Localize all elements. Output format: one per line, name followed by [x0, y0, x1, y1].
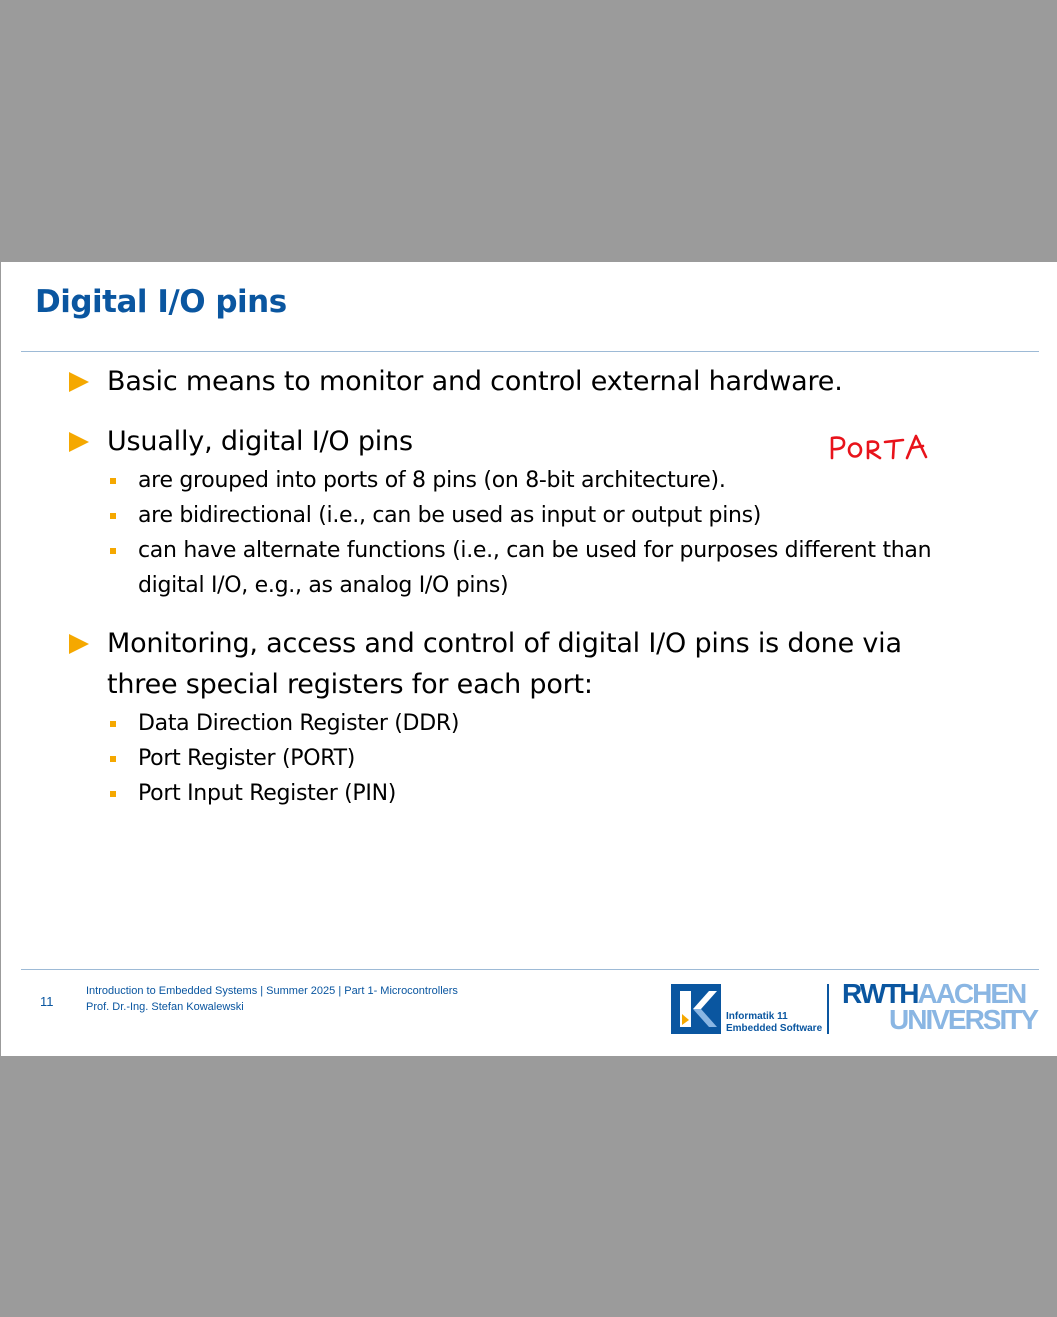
- sub-bullet: can have alternate functions (i.e., can …: [138, 538, 932, 563]
- sub-bullet: Port Input Register (PIN): [138, 781, 397, 806]
- bullet-arrow-icon: [69, 432, 89, 452]
- sub-bullet-continuation: digital I/O, e.g., as analog I/O pins): [138, 573, 509, 598]
- sub-bullet-square-icon: [110, 721, 116, 727]
- rwth-logo-university: UNIVERSITY: [889, 1004, 1039, 1035]
- logo-separator: [827, 984, 829, 1034]
- bullet-arrow-icon: [69, 634, 89, 654]
- slide-title: Digital I/O pins: [35, 284, 287, 320]
- informatik-11-label: Informatik 11 Embedded Software: [726, 1011, 822, 1035]
- bullet-3-line-1: Monitoring, access and control of digita…: [107, 628, 902, 659]
- sub-bullet: Port Register (PORT): [138, 746, 356, 771]
- sub-bullet-square-icon: [110, 478, 116, 484]
- footer-divider: [21, 969, 1039, 970]
- slide: Digital I/O pins Basic means to monitor …: [1, 262, 1057, 1056]
- informatik-11-logo-icon: [671, 984, 721, 1034]
- sub-bullet-square-icon: [110, 548, 116, 554]
- bullet-arrow-icon: [69, 372, 89, 392]
- title-divider: [21, 351, 1039, 352]
- sub-bullet-square-icon: [110, 513, 116, 519]
- sub-bullet: are bidirectional (i.e., can be used as …: [138, 503, 762, 528]
- bullet-2: Usually, digital I/O pins: [107, 426, 413, 457]
- bullet-1: Basic means to monitor and control exter…: [107, 366, 843, 397]
- sub-bullet: are grouped into ports of 8 pins (on 8-b…: [138, 468, 726, 493]
- author-info: Prof. Dr.-Ing. Stefan Kowalewski: [86, 1001, 244, 1013]
- page-number: 11: [40, 994, 54, 1009]
- embedded-software-line: Embedded Software: [726, 1023, 823, 1034]
- handwritten-porta-annotation: [830, 434, 928, 460]
- course-info: Introduction to Embedded Systems | Summe…: [86, 985, 458, 997]
- informatik-11-line: Informatik 11: [726, 1011, 788, 1022]
- sub-bullet-square-icon: [110, 791, 116, 797]
- bullet-3-line-2: three special registers for each port:: [107, 669, 593, 700]
- sub-bullet-square-icon: [110, 756, 116, 762]
- rwth-logo: RWTHAACHEN: [842, 978, 1027, 1009]
- rwth-logo-dark: RWTH: [842, 978, 919, 1009]
- rwth-logo-light: AACHEN: [917, 978, 1027, 1009]
- sub-bullet: Data Direction Register (DDR): [138, 711, 460, 736]
